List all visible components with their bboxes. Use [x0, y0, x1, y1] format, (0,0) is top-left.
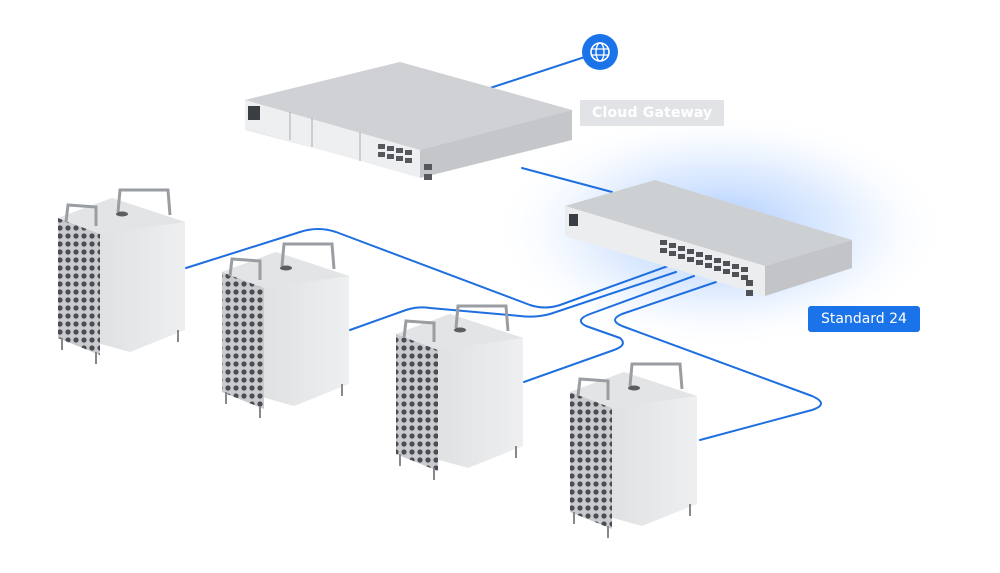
- computer-4: [570, 362, 697, 538]
- cable-computer-2: [349, 271, 677, 331]
- cloud-gateway-device: [245, 62, 572, 180]
- standard-24-label: Standard 24: [808, 306, 920, 332]
- standard-24-switch: [565, 180, 852, 296]
- computer-3: [396, 304, 523, 480]
- computer-1: [58, 188, 185, 364]
- computer-2: [222, 242, 349, 418]
- cables: [185, 51, 822, 441]
- cable-gateway-internet: [477, 51, 601, 93]
- cloud-gateway-label: Cloud Gateway: [580, 100, 725, 126]
- cable-computer-1: [185, 228, 669, 309]
- cable-computer-3: [523, 275, 695, 383]
- cable-computer-4: [614, 281, 822, 441]
- globe-icon: [582, 34, 618, 70]
- gateway-ports: [378, 144, 432, 180]
- cable-gateway-switch: [521, 167, 613, 193]
- switch-ports: [660, 240, 753, 296]
